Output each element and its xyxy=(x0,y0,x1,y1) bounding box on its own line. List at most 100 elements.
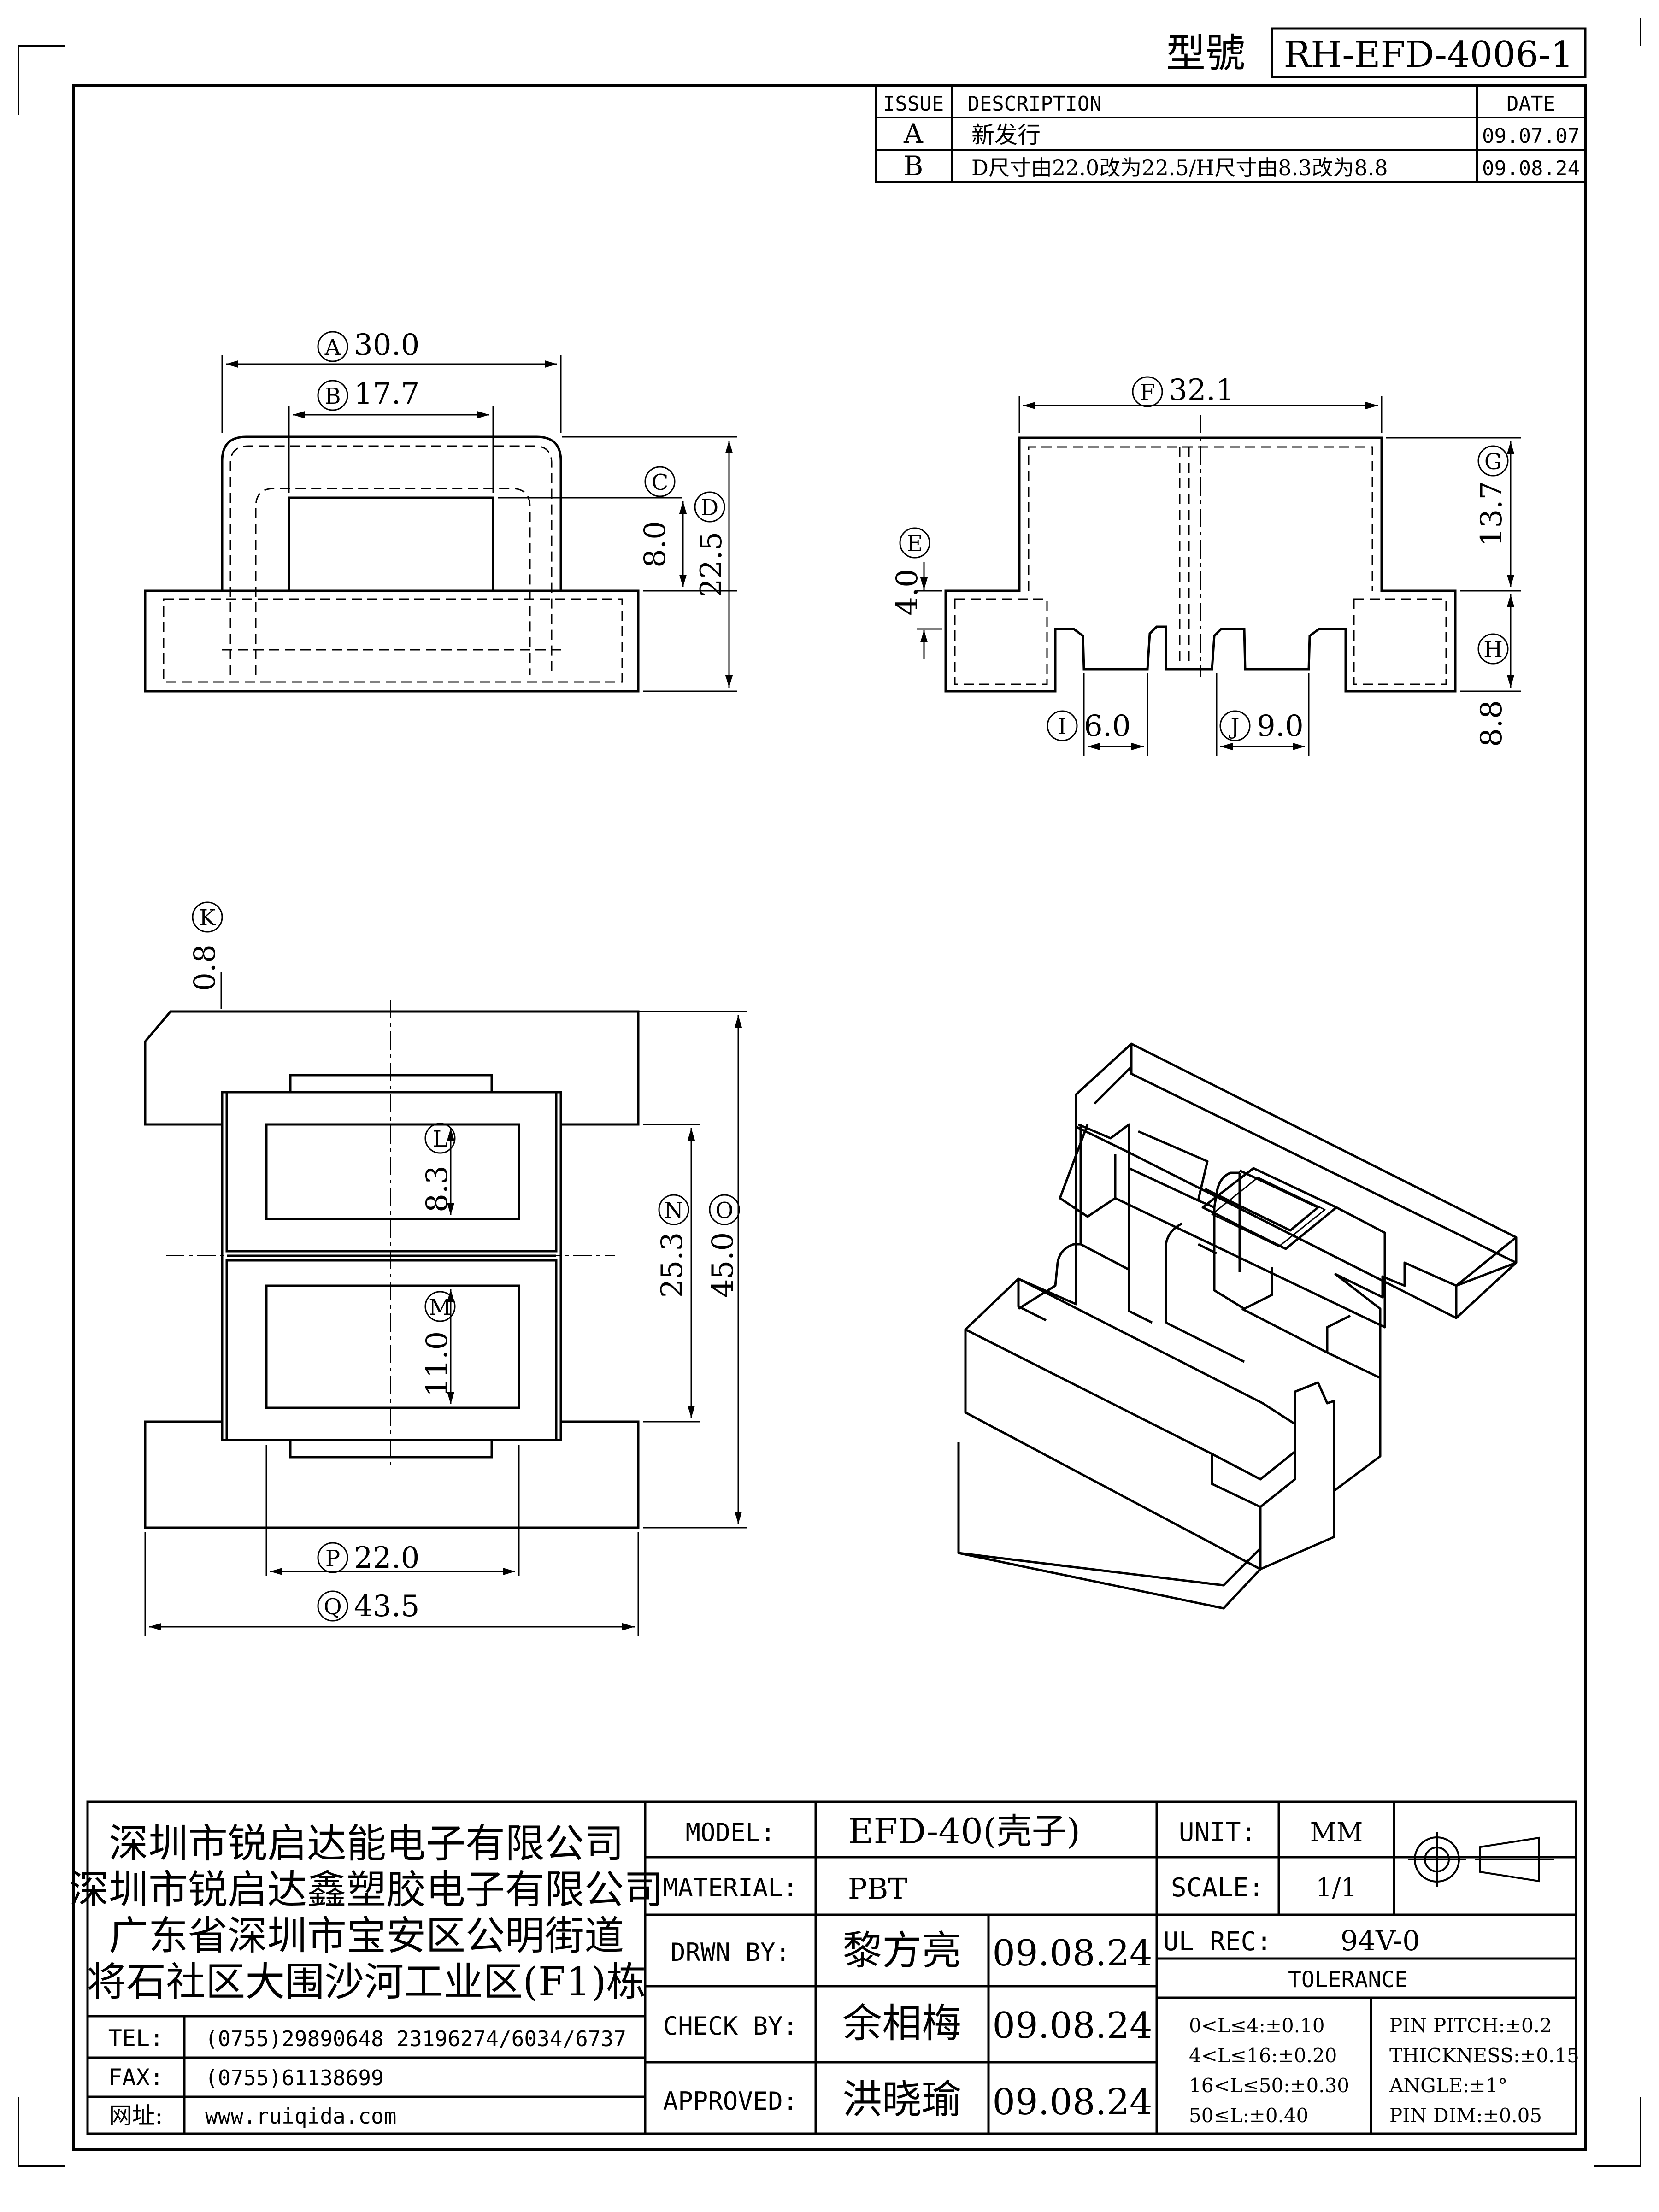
dim-d: D 22.5 xyxy=(694,491,729,597)
drawn-by-name: 黎方亮 xyxy=(842,1928,961,1974)
svg-text:8.3: 8.3 xyxy=(420,1165,454,1212)
model-no-label: 型號 xyxy=(1166,30,1245,76)
svg-text:45.0: 45.0 xyxy=(706,1232,740,1298)
rev-header-description: DESCRIPTION xyxy=(967,92,1101,116)
svg-text:Q: Q xyxy=(324,1594,341,1620)
tolerance-thickness: THICKNESS:±0.15 xyxy=(1389,2044,1579,2067)
dim-c: C 8.0 xyxy=(638,466,676,568)
rev-header-date: DATE xyxy=(1506,92,1555,116)
scale-value: 1/1 xyxy=(1316,1873,1357,1903)
dim-a: A 30.0 xyxy=(317,328,420,362)
svg-text:L: L xyxy=(433,1126,447,1152)
revision-table xyxy=(875,84,1586,183)
rev-header-issue: ISSUE xyxy=(883,92,944,116)
svg-text:13.7: 13.7 xyxy=(1475,481,1509,547)
approved-by-name: 洪晓瑜 xyxy=(842,2077,961,2123)
dim-o: O 45.0 xyxy=(706,1194,740,1298)
tolerance-pin-dim: PIN DIM:±0.05 xyxy=(1389,2104,1542,2127)
svg-text:8.8: 8.8 xyxy=(1475,700,1509,747)
drawn-date: 09.08.24 xyxy=(992,1933,1152,1974)
fax-number: (0755)61138699 xyxy=(205,2065,384,2090)
svg-text:25.3: 25.3 xyxy=(655,1232,689,1298)
check-by-name: 余相梅 xyxy=(842,2000,961,2047)
drawn-by-label: DRWN BY: xyxy=(671,1938,790,1967)
svg-text:G: G xyxy=(1484,449,1502,475)
material-label: MATERIAL: xyxy=(663,1873,798,1902)
tolerance-pin-pitch: PIN PITCH:±0.2 xyxy=(1389,2014,1552,2037)
svg-text:0.8: 0.8 xyxy=(188,944,222,991)
model-number-header: 型號 RH-EFD-4006-1 xyxy=(1166,27,1587,78)
svg-text:E: E xyxy=(906,531,923,557)
company-line-1: 深圳市锐启达能电子有限公司 xyxy=(109,1821,624,1867)
svg-text:11.0: 11.0 xyxy=(420,1331,454,1397)
rev-a-date: 09.07.07 xyxy=(1482,124,1580,148)
dim-n: N 25.3 xyxy=(655,1194,689,1298)
title-block-frame xyxy=(86,1800,1577,2135)
unit-value: MM xyxy=(1310,1818,1363,1847)
approved-date: 09.08.24 xyxy=(992,2082,1152,2123)
svg-text:I: I xyxy=(1058,714,1067,740)
svg-text:43.5: 43.5 xyxy=(354,1589,420,1624)
svg-text:M: M xyxy=(429,1294,451,1320)
rev-b-date: 09.08.24 xyxy=(1482,157,1580,180)
web-address: www.ruiqida.com xyxy=(205,2104,396,2129)
side-view xyxy=(944,415,1457,693)
dim-k: K 0.8 xyxy=(188,901,223,991)
tolerance-range-4: 50≤L:±0.40 xyxy=(1189,2104,1308,2127)
check-date: 09.08.24 xyxy=(992,2005,1152,2047)
isometric-view xyxy=(957,1042,1518,1610)
dim-l: L 8.3 xyxy=(420,1123,456,1212)
model-no: RH-EFD-4006-1 xyxy=(1284,34,1574,76)
ul-value: 94V-0 xyxy=(1341,1925,1420,1957)
tolerance-range-3: 16<L≤50:±0.30 xyxy=(1189,2074,1349,2097)
company-line-4: 将石社区大围沙河工业区(F1)栋 xyxy=(87,1959,646,2005)
svg-text:22.0: 22.0 xyxy=(354,1541,420,1575)
approved-label: APPROVED: xyxy=(663,2087,798,2116)
tolerance-title: TOLERANCE xyxy=(1288,1967,1408,1993)
ul-label: UL REC: xyxy=(1163,1927,1272,1957)
dim-b: B 17.7 xyxy=(317,377,420,411)
front-view-dims xyxy=(221,355,737,692)
svg-text:F: F xyxy=(1140,380,1155,406)
top-view xyxy=(144,1000,640,1529)
svg-text:6.0: 6.0 xyxy=(1084,709,1131,743)
front-view xyxy=(144,435,640,693)
rev-a-issue: A xyxy=(903,118,924,149)
tolerance-angle: ANGLE:±1° xyxy=(1389,2074,1507,2097)
check-by-label: CHECK BY: xyxy=(663,2012,798,2041)
dim-h: H 8.8 xyxy=(1475,633,1509,747)
dim-f: F 32.1 xyxy=(1132,373,1235,407)
side-view-dims xyxy=(917,396,1521,756)
svg-text:N: N xyxy=(664,1198,683,1224)
dim-e: E 4.0 xyxy=(890,527,930,616)
fax-label: FAX: xyxy=(108,2064,164,2091)
material-value: PBT xyxy=(848,1872,907,1906)
rev-b-issue: B xyxy=(904,150,924,182)
dim-g: G 13.7 xyxy=(1475,445,1509,547)
svg-text:32.1: 32.1 xyxy=(1169,373,1235,407)
dim-q: Q 43.5 xyxy=(317,1589,420,1624)
svg-text:H: H xyxy=(1483,637,1503,663)
scale-label: SCALE: xyxy=(1171,1873,1264,1903)
svg-text:J: J xyxy=(1228,714,1239,740)
rev-a-description: 新发行 xyxy=(971,122,1041,148)
company-line-3: 广东省深圳市宝安区公明街道 xyxy=(109,1913,624,1959)
svg-text:D: D xyxy=(701,495,718,521)
tel-label: TEL: xyxy=(108,2025,164,2052)
drawing-frame xyxy=(72,84,1587,2151)
dim-j: J 9.0 xyxy=(1219,709,1304,743)
web-label: 网址: xyxy=(109,2102,163,2129)
svg-text:8.0: 8.0 xyxy=(638,521,672,568)
rev-b-description: D尺寸由22.0改为22.5/H尺寸由8.3改为8.8 xyxy=(971,155,1388,180)
model-label: MODEL: xyxy=(685,1818,775,1847)
svg-text:17.7: 17.7 xyxy=(354,377,420,411)
svg-text:P: P xyxy=(325,1546,340,1571)
svg-text:4.0: 4.0 xyxy=(890,569,924,616)
svg-text:O: O xyxy=(715,1198,733,1224)
svg-text:30.0: 30.0 xyxy=(354,328,420,362)
unit-label: UNIT: xyxy=(1179,1818,1257,1847)
dim-m: M 11.0 xyxy=(420,1291,456,1397)
svg-text:9.0: 9.0 xyxy=(1257,709,1304,743)
projection-symbol xyxy=(1408,1832,1554,1887)
